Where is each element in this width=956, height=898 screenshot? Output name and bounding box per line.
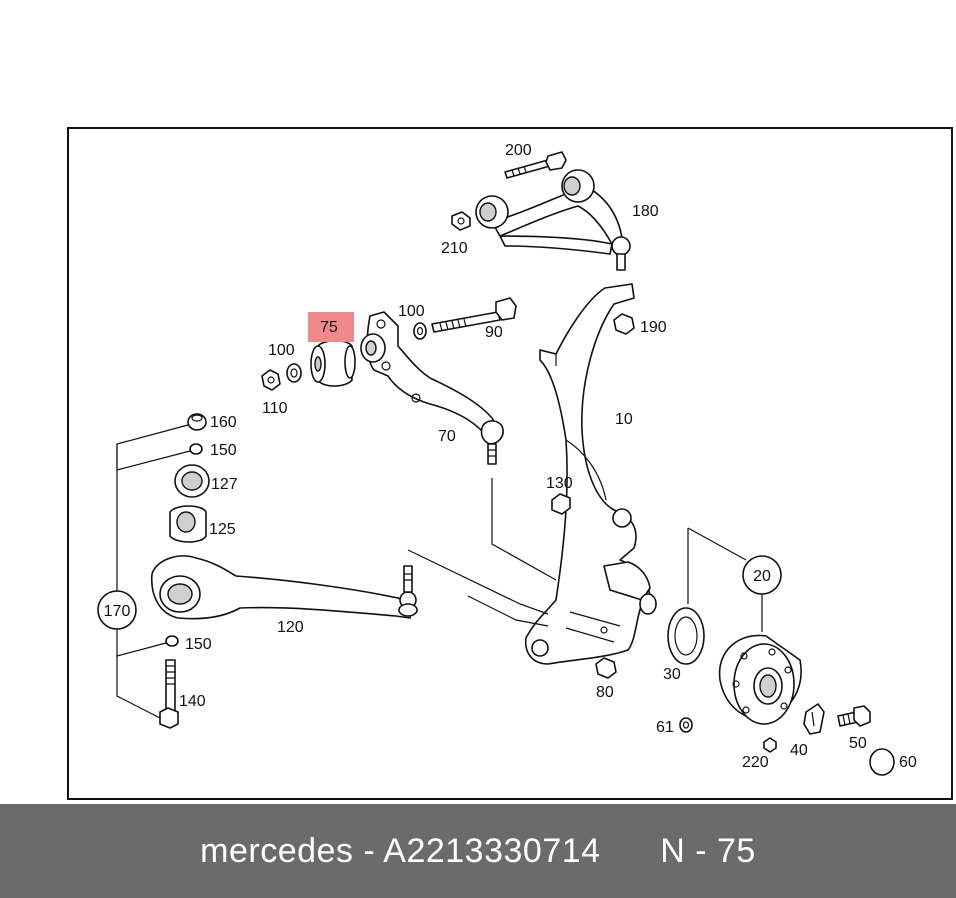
label-110: 110 (262, 400, 288, 417)
label-180: 180 (632, 203, 659, 220)
label-100-upper: 100 (398, 303, 425, 320)
label-120: 120 (277, 619, 304, 636)
upper-control-arm (475, 169, 631, 271)
bolt-90 (431, 297, 517, 333)
footer-separator: - (363, 831, 376, 870)
nut-80 (595, 657, 617, 679)
bolt-130 (551, 493, 571, 515)
label-150-upper: 150 (210, 442, 237, 459)
label-127: 127 (211, 476, 238, 493)
callout-circle-170 (97, 590, 137, 630)
cap-61 (679, 717, 693, 733)
washer-100-upper (413, 322, 427, 340)
nut-110 (261, 369, 281, 391)
bushing-75 (310, 339, 356, 387)
bolt-200 (504, 151, 567, 179)
label-60: 60 (899, 754, 917, 771)
lower-arm-70 (360, 311, 504, 465)
footer-text: mercedes - A2213330714 N - 75 (200, 832, 756, 871)
label-200: 200 (505, 142, 532, 159)
label-100-lower: 100 (268, 342, 295, 359)
label-170: 170 (104, 603, 131, 620)
footer-bar: mercedes - A2213330714 N - 75 (0, 804, 956, 898)
label-50: 50 (849, 735, 867, 752)
label-70: 70 (438, 428, 456, 445)
label-210: 210 (441, 240, 468, 257)
cap-160 (187, 413, 207, 431)
label-190: 190 (640, 319, 667, 336)
leader-lines (116, 424, 763, 719)
label-75: 75 (320, 319, 338, 336)
label-125: 125 (209, 521, 236, 538)
callout-circle-20 (742, 555, 782, 595)
footer-part-number: A2213330714 (383, 831, 601, 870)
footer-position-label: N - 75 (660, 831, 756, 870)
washer-100-lower (286, 363, 302, 383)
wheel-hub-20 (718, 634, 802, 725)
washer-150-upper (189, 443, 203, 455)
label-160: 160 (210, 414, 237, 431)
label-150-lower: 150 (185, 636, 212, 653)
washer-150-lower (165, 635, 179, 647)
seal-30 (667, 607, 705, 665)
steering-knuckle-10 (524, 283, 657, 665)
dust-cap-60 (869, 748, 895, 776)
label-30: 30 (663, 666, 681, 683)
clip-40 (803, 703, 825, 735)
label-220: 220 (742, 754, 769, 771)
lower-wishbone-120 (151, 555, 418, 620)
footer-brand: mercedes (200, 831, 354, 870)
highlight-box-75 (308, 312, 354, 342)
label-80: 80 (596, 684, 614, 701)
label-20: 20 (753, 568, 771, 585)
nut-190 (613, 313, 635, 335)
label-140: 140 (179, 693, 206, 710)
nut-210 (451, 211, 471, 231)
suspension-exploded-diagram: 200 180 210 100 90 190 75 100 110 70 10 … (97, 142, 917, 776)
label-10: 10 (615, 411, 633, 428)
label-130: 130 (546, 475, 573, 492)
nut-220 (763, 737, 777, 753)
bolt-140 (159, 659, 179, 729)
label-90: 90 (485, 324, 503, 341)
label-40: 40 (790, 742, 808, 759)
bushing-127 (174, 464, 210, 498)
bushing-125 (169, 505, 207, 543)
label-61: 61 (656, 719, 674, 736)
bolt-50 (837, 705, 871, 727)
